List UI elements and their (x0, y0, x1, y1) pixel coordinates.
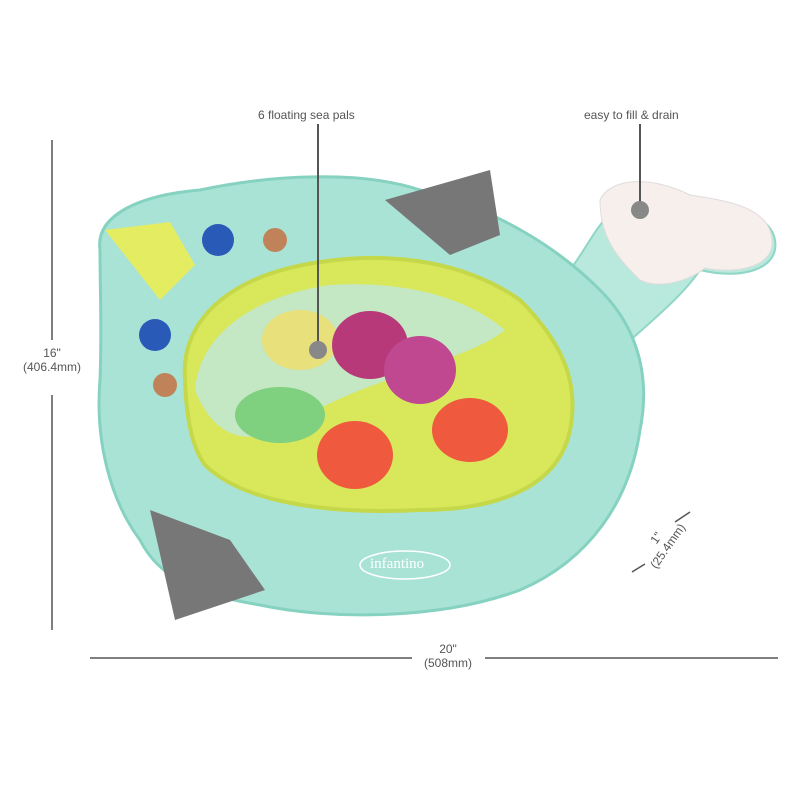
sea-pal-fish (432, 398, 508, 462)
height-mm: (406.4mm) (22, 360, 81, 374)
bubble-decoration (139, 319, 171, 351)
sea-pal-shell (262, 310, 338, 370)
top-fin (385, 170, 500, 255)
depth-dimension-line (674, 511, 691, 523)
callout-sea-pals: 6 floating sea pals (258, 108, 355, 122)
sea-pal-turtle (235, 387, 325, 443)
bottom-fin (150, 510, 265, 620)
height-dimension-label: 16" (406.4mm) (14, 346, 90, 374)
height-inches: 16" (43, 346, 61, 360)
width-dimension-label: 20" (508mm) (408, 642, 488, 670)
callout-fill-drain: easy to fill & drain (584, 108, 679, 122)
horn (105, 222, 195, 300)
width-inches: 20" (439, 642, 457, 656)
width-mm: (508mm) (423, 656, 472, 670)
sea-pal-crab (317, 421, 393, 489)
sea-pal-jellyfish (384, 336, 456, 404)
bubble-decoration (202, 224, 234, 256)
brand-logo: infantino (370, 556, 425, 572)
